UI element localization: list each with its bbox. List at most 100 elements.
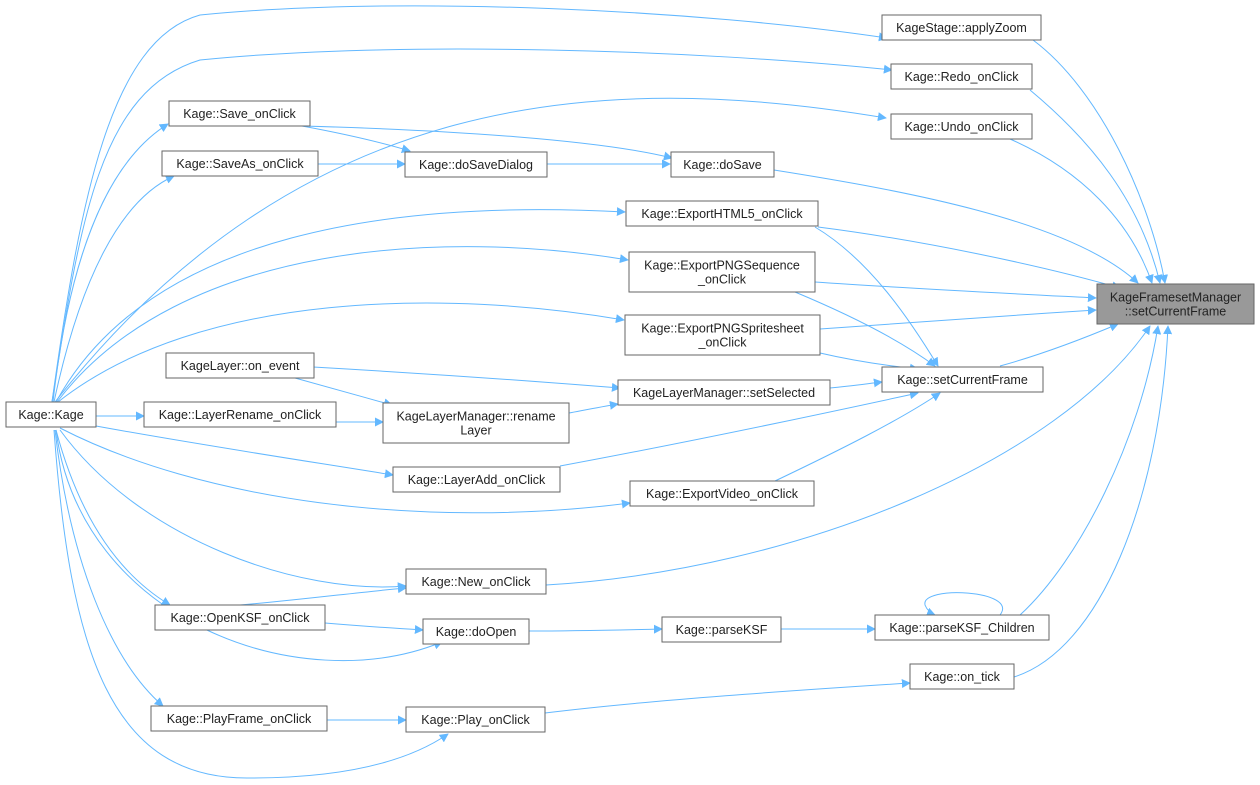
edge-exportpngseq-scf [794,291,936,367]
edge-setselected-scf [829,378,883,389]
node-dosave[interactable]: Kage::doSave [670,151,775,178]
edge-kage-exportpngseq [56,246,629,403]
node-box [881,14,1042,41]
edge-kage-playframe [54,429,164,707]
node-label: _onClick [698,336,748,350]
edge-applyzoom-root [1032,39,1168,284]
node-root[interactable]: KageFramesetManager::setCurrentFrame [1096,283,1255,325]
node-box [382,402,570,444]
node-label: Kage::SaveAs_onClick [176,157,304,171]
edge-parseksfchildren-self [924,592,1004,617]
node-layerrename[interactable]: Kage::LayerRename_onClick [143,401,337,428]
node-exportvideo[interactable]: Kage::ExportVideo_onClick [629,480,815,507]
node-box [404,151,548,178]
edge-kage-play [53,429,449,779]
node-setcurrentframe[interactable]: Kage::setCurrentFrame [881,366,1044,393]
node-box [168,100,311,127]
edge-kage-exportvideo [59,427,631,514]
node-box [661,616,782,643]
node-parseksf[interactable]: Kage::parseKSF [661,616,782,643]
node-saveas[interactable]: Kage::SaveAs_onClick [161,150,319,177]
node-label: Kage::ExportHTML5_onClick [641,207,803,221]
edge-parseksfchildren-root [1019,325,1162,616]
edge-exportvideo-scf [774,392,941,482]
node-box [625,200,819,227]
node-kagelayer-onevent[interactable]: KageLayer::on_event [165,352,315,379]
node-box [629,480,815,507]
node-box [392,466,561,493]
edge-dosave-root [773,169,1139,284]
node-label: Kage::PlayFrame_onClick [167,712,312,726]
node-undo[interactable]: Kage::Undo_onClick [890,113,1033,140]
node-box [617,379,831,406]
edge-renamelayer-setselected [568,400,619,414]
node-label: Kage::Kage [18,408,83,422]
edge-exportpngseq-root [814,281,1097,303]
node-box [422,618,530,645]
edge-kage-undo [54,97,887,403]
edge-setcurrentframe-root [999,322,1119,367]
node-label: ::setCurrentFrame [1125,305,1226,319]
edge-kage-exportpngsprite [57,302,625,403]
node-parseksfchildren[interactable]: Kage::parseKSF_Children [874,614,1050,641]
node-ontick[interactable]: Kage::on_tick [909,663,1015,690]
node-box [881,366,1044,393]
node-label: Kage::parseKSF_Children [889,621,1034,635]
node-newonclick[interactable]: Kage::New_onClick [405,568,547,595]
node-kage[interactable]: Kage::Kage [5,401,97,428]
edge-save-dosave [301,125,673,161]
node-openksf[interactable]: Kage::OpenKSF_onClick [154,604,326,631]
edges-layer [51,5,1173,779]
node-label: Kage::Undo_onClick [905,120,1020,134]
node-exporthtml5[interactable]: Kage::ExportHTML5_onClick [625,200,819,227]
node-exportpngsprite[interactable]: Kage::ExportPNGSpritesheet_onClick [624,314,821,356]
edge-kage-layeradd [95,425,394,479]
node-box [874,614,1050,641]
node-label: Kage::doOpen [436,625,517,639]
nodes-layer: KageFramesetManager::setCurrentFrame Kag… [5,14,1255,733]
edge-exporthtml5-scf [814,226,939,367]
node-doopen[interactable]: Kage::doOpen [422,618,530,645]
node-label: KageStage::applyZoom [896,21,1027,35]
node-label: Kage::ExportVideo_onClick [646,487,799,501]
node-box [405,706,546,733]
node-box [5,401,97,428]
node-label: Layer [460,424,491,438]
node-label: Kage::OpenKSF_onClick [171,611,311,625]
node-label: KageLayerManager::setSelected [633,386,815,400]
node-layeradd[interactable]: Kage::LayerAdd_onClick [392,466,561,493]
node-label: _onClick [697,273,747,287]
node-dosavedialog[interactable]: Kage::doSaveDialog [404,151,548,178]
node-play[interactable]: Kage::Play_onClick [405,706,546,733]
edge-kage-redo [51,48,893,403]
edge-kage-openksf [55,429,171,606]
node-box [161,150,319,177]
edge-exporthtml5-root [817,226,1121,291]
node-exportpngseq[interactable]: Kage::ExportPNGSequence_onClick [628,251,816,293]
node-save[interactable]: Kage::Save_onClick [168,100,311,127]
node-applyzoom[interactable]: KageStage::applyZoom [881,14,1042,41]
node-label: Kage::setCurrentFrame [897,373,1028,387]
node-label: KageLayerManager::rename [396,410,555,424]
node-label: Kage::New_onClick [421,575,531,589]
node-label: KageLayer::on_event [181,359,300,373]
node-label: Kage::Redo_onClick [905,70,1020,84]
node-label: Kage::ExportPNGSequence [644,259,800,273]
node-playframe[interactable]: Kage::PlayFrame_onClick [150,705,328,732]
edge-onevent-setselected [312,366,621,392]
edge-ontick-root [1013,325,1173,678]
node-label: Kage::LayerAdd_onClick [408,473,546,487]
edge-save-dosavedialog [301,125,411,153]
node-label: Kage::ExportPNGSpritesheet [641,322,804,336]
edge-newonclick-root [545,325,1151,586]
node-box [909,663,1015,690]
node-setselected[interactable]: KageLayerManager::setSelected [617,379,831,406]
edge-kage-save [52,123,169,403]
node-label: Kage::Play_onClick [421,713,530,727]
node-label: KageFramesetManager [1110,291,1241,305]
node-redo[interactable]: Kage::Redo_onClick [890,63,1033,90]
edge-exportpngsprite-root [819,306,1097,330]
edge-doopen-parseksf [528,624,663,634]
